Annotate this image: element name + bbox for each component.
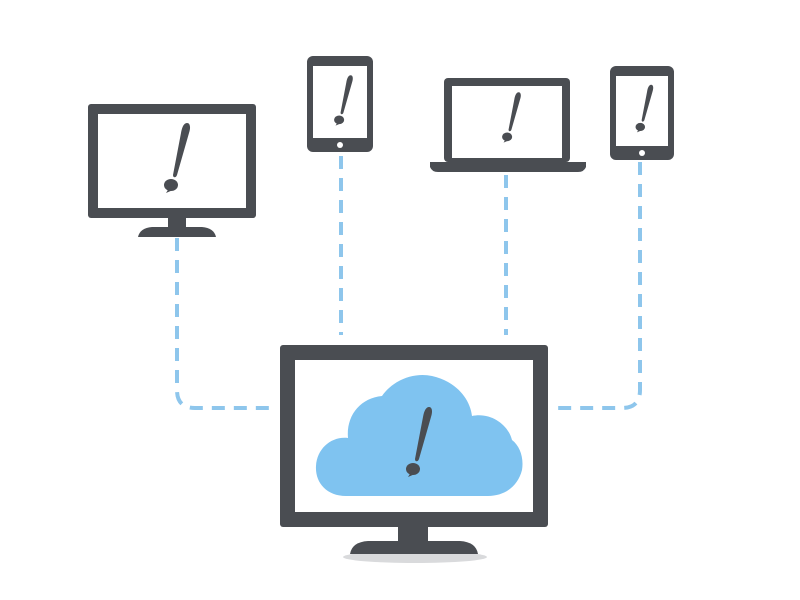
laptop [430,78,586,172]
laptop-icon [430,78,586,172]
central-monitor [280,345,548,563]
connector-tablet-right [555,162,642,410]
cloud-icon [315,374,523,496]
tablet-left [307,56,373,152]
tablet-right [610,66,674,160]
monitor-icon [88,104,256,237]
tablet-icon [610,66,674,160]
desktop-monitor [88,104,256,237]
connector-desktop-monitor [175,238,270,410]
tablet-icon [307,56,373,152]
